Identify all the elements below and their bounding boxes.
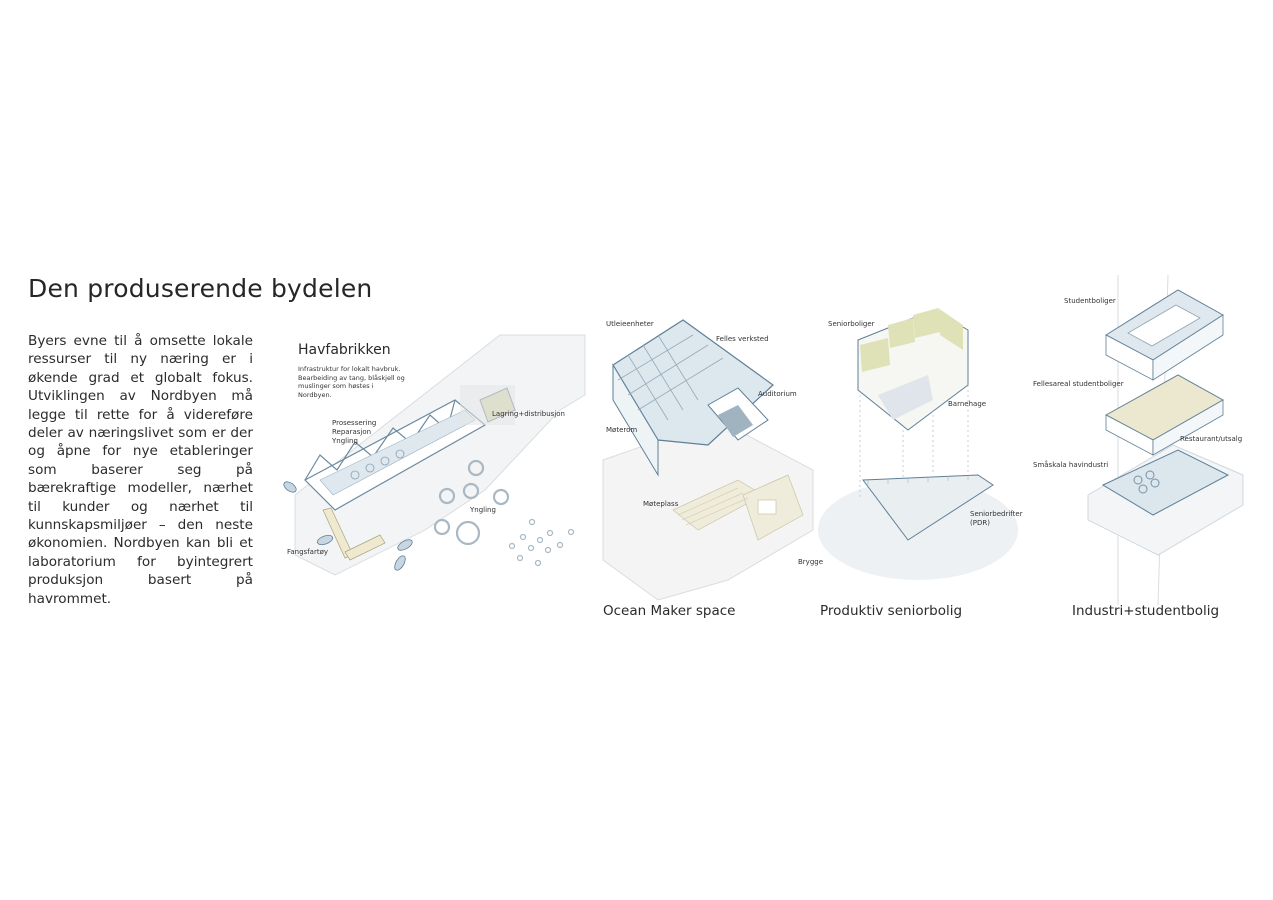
label-restaurant: Restaurant/utsalg — [1180, 435, 1243, 443]
label-studentboliger: Studentboliger — [1064, 297, 1116, 305]
ocean-maker-diagram: Utleieenheter Felles verksted Auditorium… — [598, 300, 823, 630]
caption-senior: Produktiv seniorbolig — [820, 603, 963, 619]
havfabrikken-illustration — [283, 334, 586, 576]
label-fellesareal: Fellesareal studentboliger — [1033, 380, 1124, 388]
ocean-maker-illustration — [602, 319, 814, 600]
intro-text: Byers evne til å omsette lokale ressurse… — [28, 332, 253, 608]
label-brygge: Brygge — [798, 558, 824, 566]
label-moteplass: Møteplass — [643, 500, 679, 508]
label-auditorium: Auditorium — [758, 390, 797, 398]
label-prosessering: Prosessering — [332, 419, 377, 427]
label-pdr: (PDR) — [970, 519, 990, 527]
senior-diagram: Seniorboliger Barnehage Seniorbedrifter … — [818, 300, 1023, 630]
label-barnehage: Barnehage — [948, 400, 987, 408]
label-smaskala: Småskala havindustri — [1033, 461, 1109, 469]
label-moterom: Møterom — [606, 426, 638, 434]
label-yngling-building: Yngling — [332, 437, 358, 445]
label-seniorbedrifter: Seniorbedrifter — [970, 510, 1023, 518]
havfabrikken-diagram: Havfabrikken Infrastruktur for lokalt ha… — [275, 330, 590, 600]
label-reparasjon: Reparasjon — [332, 428, 372, 436]
havfabrikken-title: Havfabrikken — [298, 342, 391, 358]
industri-illustration — [1087, 275, 1244, 605]
label-yngling-rings: Yngling — [470, 506, 496, 514]
industri-diagram: Studentboliger Fellesareal studentbolige… — [1028, 275, 1258, 630]
label-seniorboliger: Seniorboliger — [828, 320, 875, 328]
page-title: Den produserende bydelen — [28, 274, 373, 303]
label-lagring: Lagring+distribusjon — [492, 410, 565, 418]
intro-paragraph: Byers evne til å omsette lokale ressurse… — [28, 333, 253, 607]
label-utleieenheter: Utleieenheter — [606, 320, 654, 328]
label-felles-verksted: Felles verksted — [716, 335, 769, 343]
label-fangsfartoy: Fangsfartøy — [287, 548, 329, 556]
senior-illustration — [818, 308, 1018, 580]
caption-ocean-maker: Ocean Maker space — [603, 603, 736, 619]
havfabrikken-description: Infrastruktur for lokalt havbruk. Bearbe… — [298, 365, 405, 399]
caption-industri: Industri+studentbolig — [1072, 603, 1220, 619]
